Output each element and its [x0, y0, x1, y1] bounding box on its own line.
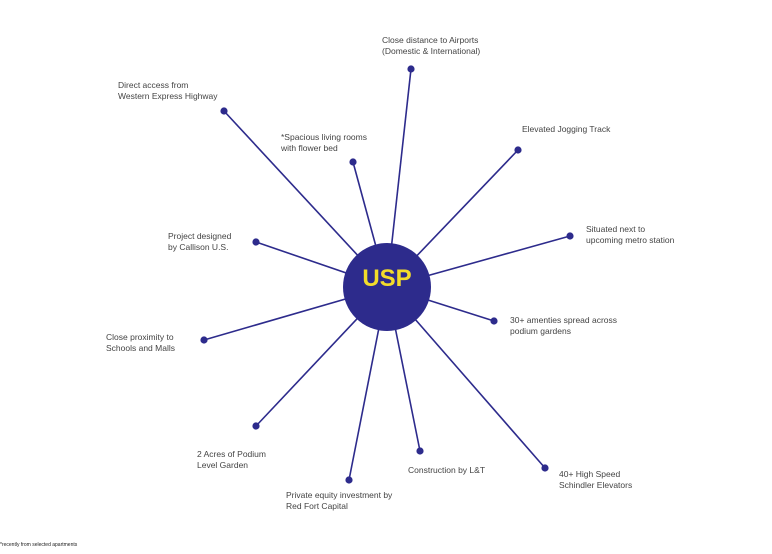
label-line: Project designed	[168, 231, 232, 241]
label-line: Schools and Malls	[106, 343, 175, 353]
endpoint-dot	[566, 232, 574, 240]
label-line: (Domestic & International)	[382, 46, 481, 56]
label-line: Situated next to	[586, 224, 646, 234]
label-line: Red Fort Capital	[286, 501, 348, 511]
label-line: Private equity investment by	[286, 490, 393, 500]
label-line: Close distance to Airports	[382, 35, 479, 45]
center-circle	[343, 243, 431, 331]
usp-point-label: Elevated Jogging Track	[522, 124, 610, 135]
endpoint-dot	[220, 107, 228, 115]
label-line: Schindler Elevators	[559, 480, 633, 490]
center-label: USP	[362, 265, 412, 292]
footnote: *recently from selected apartments	[0, 542, 78, 548]
label-line: 2 Acres of Podium	[197, 449, 266, 459]
endpoint-dot	[514, 146, 522, 154]
endpoint-dot	[349, 158, 357, 166]
label-line: Level Garden	[197, 460, 249, 470]
usp-point-label: Construction by L&T	[408, 465, 485, 476]
label-line: with flower bed	[281, 143, 338, 153]
label-line: Construction by L&T	[408, 465, 486, 475]
endpoint-dot	[252, 238, 260, 246]
label-line: podium gardens	[510, 326, 571, 336]
endpoint-dot	[490, 317, 498, 325]
endpoint-dot	[407, 65, 415, 73]
endpoint-dot	[200, 336, 208, 344]
label-line: Western Express Highway	[118, 91, 218, 101]
label-line: Direct access from	[118, 80, 189, 90]
label-line: 40+ High Speed	[559, 469, 621, 479]
endpoint-dot	[541, 464, 549, 472]
endpoint-dot	[345, 476, 353, 484]
endpoint-dot	[252, 422, 260, 430]
label-line: upcoming metro station	[586, 235, 675, 245]
label-line: Close proximity to	[106, 332, 174, 342]
label-line: *Spacious living rooms	[281, 132, 367, 142]
label-line: by Callison U.S.	[168, 242, 229, 252]
label-line: 30+ amenties spread across	[510, 315, 618, 325]
usp-point-label: Close distance to Airports(Domestic & In…	[382, 35, 480, 57]
label-line: Elevated Jogging Track	[522, 124, 611, 134]
endpoint-dot	[416, 447, 424, 455]
